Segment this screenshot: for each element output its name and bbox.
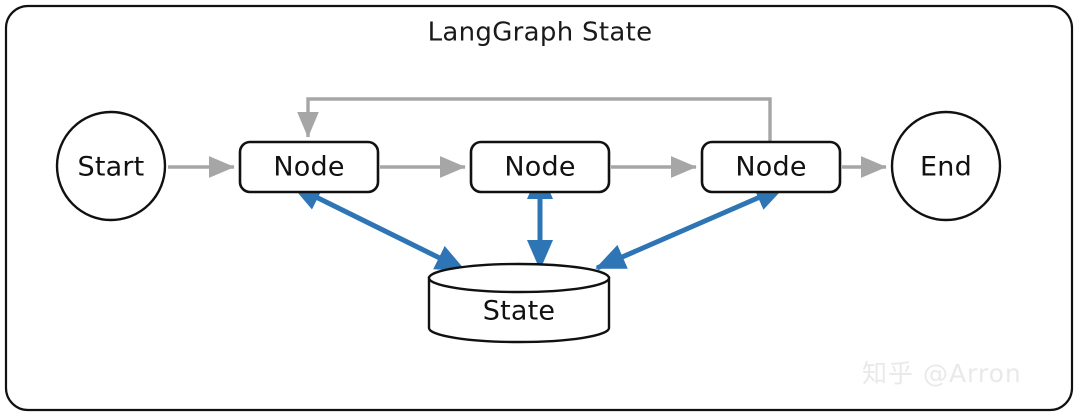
state-cylinder-top	[427, 262, 611, 294]
edge-feedback-loop	[297, 97, 772, 142]
node-3-box	[700, 140, 842, 194]
node-3[interactable]: Node	[700, 140, 842, 194]
node-2-label: Node	[504, 152, 575, 183]
node-end[interactable]: End	[890, 110, 1002, 222]
page-title: LangGraph State	[428, 18, 653, 48]
state-cylinder-body	[427, 276, 611, 344]
node-2[interactable]: Node	[469, 140, 611, 194]
edge-node1-state	[290, 184, 466, 273]
node-start[interactable]: Start	[55, 110, 167, 222]
end-label: End	[920, 152, 972, 183]
node-1-label: Node	[273, 152, 344, 183]
node-1[interactable]: Node	[238, 140, 380, 194]
state-label: State	[483, 296, 555, 327]
watermark: 知乎 @Arron	[862, 359, 1022, 388]
node-1-box	[238, 140, 380, 194]
node-3-label: Node	[735, 152, 806, 183]
start-circle	[55, 110, 167, 222]
end-circle	[890, 110, 1002, 222]
start-label: Start	[78, 152, 145, 183]
edge-node3-state	[595, 185, 786, 271]
node-state[interactable]: State	[427, 262, 611, 344]
node-2-box	[469, 140, 611, 194]
